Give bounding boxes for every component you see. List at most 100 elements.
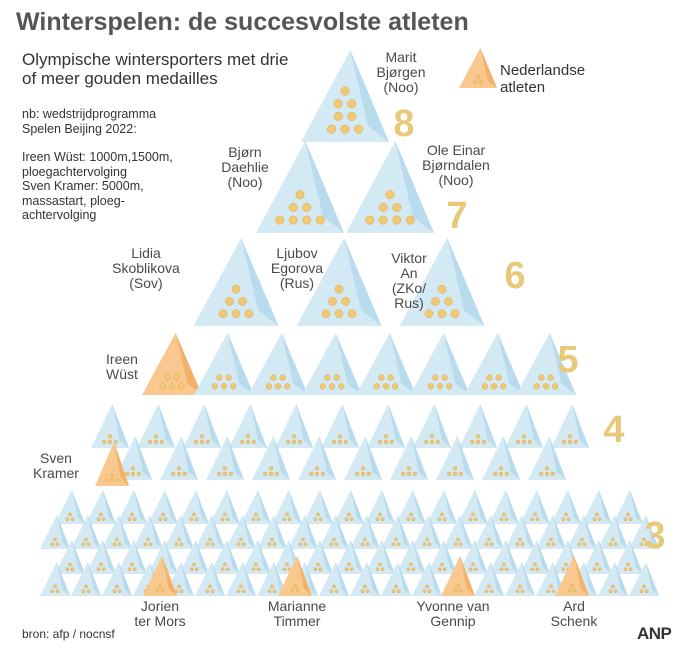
gold-medal bbox=[442, 567, 447, 572]
athlete-triangle-3-gold-54 bbox=[489, 540, 519, 574]
athlete-name-line: (Noo) bbox=[438, 172, 474, 188]
gold-medal bbox=[458, 471, 463, 476]
gold-medal bbox=[406, 471, 412, 476]
gold-medal bbox=[521, 439, 527, 444]
athlete-name-line: (ZKo/ bbox=[391, 280, 427, 296]
gold-medal bbox=[130, 471, 136, 476]
athlete-triangle-3-gold-9-shade bbox=[319, 490, 333, 524]
athlete-triangle-3-gold-29 bbox=[319, 515, 349, 549]
gold-medal bbox=[295, 588, 300, 593]
gold-medal bbox=[394, 584, 398, 589]
athlete-triangle-4-gold-2-shade bbox=[158, 404, 175, 448]
gold-medal bbox=[550, 471, 555, 476]
gold-medal bbox=[210, 589, 215, 594]
gold-medal bbox=[347, 512, 351, 517]
athlete-triangle-3-gold-44-shade bbox=[195, 540, 209, 574]
gold-medal bbox=[380, 517, 385, 522]
gold-medal bbox=[199, 434, 205, 439]
gold-medal bbox=[272, 542, 277, 547]
gold-medal bbox=[432, 374, 439, 381]
note-line-3: Ireen Wüst: 1000m,1500m, bbox=[22, 150, 173, 164]
gold-medal bbox=[231, 309, 241, 319]
gold-medal bbox=[363, 584, 367, 589]
athlete-triangle-3-gold-32-shade bbox=[428, 515, 442, 549]
gold-medal bbox=[241, 542, 246, 547]
gold-medal bbox=[487, 537, 491, 542]
athlete-triangle-3-gold-18 bbox=[582, 490, 612, 524]
athlete-triangle-3-gold-35 bbox=[505, 515, 535, 549]
athlete-triangle-4-gold-4 bbox=[229, 404, 267, 448]
gold-medal bbox=[453, 588, 458, 593]
athlete-triangle-3-gold-55-shade bbox=[536, 540, 550, 574]
gold-medal bbox=[458, 588, 463, 593]
gold-medal bbox=[117, 589, 122, 594]
gold-medal bbox=[173, 374, 180, 381]
athlete-triangle-3-gold-dutch-2-shade bbox=[297, 556, 312, 596]
gold-medal bbox=[349, 567, 354, 572]
gold-medal bbox=[518, 537, 522, 542]
athlete-triangle-3-gold-65-shade bbox=[242, 562, 256, 596]
gold-medal bbox=[547, 374, 554, 381]
gold-medal bbox=[473, 517, 478, 522]
gold-medal bbox=[256, 567, 261, 572]
athlete-name-line: Wüst bbox=[106, 366, 138, 382]
athlete-name-line: (Noo) bbox=[227, 174, 263, 190]
athlete-name-line: Jorien bbox=[140, 598, 180, 614]
gold-medal bbox=[502, 512, 506, 517]
athlete-triangle-3-gold-dutch-4-shade bbox=[574, 556, 589, 596]
athlete-triangle-4-gold-21-shade bbox=[549, 436, 566, 480]
gold-medal bbox=[373, 383, 380, 390]
athlete-triangle-3-gold-36 bbox=[536, 515, 566, 549]
tier-number-6: 6 bbox=[504, 255, 525, 297]
note-line-4: ploegachtervolging bbox=[22, 164, 127, 179]
gold-medal bbox=[251, 567, 256, 572]
gold-medal bbox=[440, 512, 444, 517]
athlete-triangle-3-gold-dutch-4 bbox=[555, 556, 589, 596]
athlete-triangle-4-gold-5 bbox=[275, 404, 313, 448]
gold-medal bbox=[516, 439, 521, 444]
gold-medal bbox=[50, 589, 55, 594]
gold-medal bbox=[155, 588, 160, 593]
athlete-triangle-3-gold-76-shade bbox=[583, 562, 597, 596]
gold-medal bbox=[546, 542, 551, 547]
gold-medal bbox=[484, 542, 489, 547]
gold-medal bbox=[561, 517, 566, 522]
athlete-triangle-8-gold-1-shade bbox=[350, 50, 389, 142]
athlete-triangle-3-gold-49 bbox=[334, 540, 364, 574]
gold-medal bbox=[270, 374, 277, 381]
gold-medal bbox=[84, 584, 88, 589]
gold-medal bbox=[383, 434, 389, 439]
gold-medal bbox=[405, 215, 415, 225]
athlete-triangle-3-gold-31 bbox=[381, 515, 411, 549]
gold-medal bbox=[332, 584, 336, 589]
athlete-triangle-3-gold-22-shade bbox=[118, 515, 132, 549]
gold-medal bbox=[316, 512, 320, 517]
gold-medal bbox=[613, 542, 618, 547]
gold-medal bbox=[53, 584, 57, 589]
gold-medal bbox=[115, 537, 119, 542]
athlete-triangle-3-gold-25-shade bbox=[211, 515, 225, 549]
gold-medal bbox=[189, 567, 194, 572]
gold-medal bbox=[205, 589, 210, 594]
athlete-triangle-7-gold-1-shade bbox=[305, 141, 344, 233]
athlete-triangle-3-gold-41-shade bbox=[102, 540, 116, 574]
gold-medal bbox=[208, 537, 212, 542]
gold-medal bbox=[319, 383, 326, 390]
athlete-triangle-3-gold-19 bbox=[613, 490, 643, 524]
legend-line-1: Nederlandse bbox=[500, 62, 586, 79]
gold-medal bbox=[270, 537, 274, 542]
athlete-triangle-3-gold-53 bbox=[458, 540, 488, 574]
athlete-triangle-3-gold-77 bbox=[598, 562, 628, 596]
gold-medal bbox=[473, 567, 478, 572]
athlete-triangle-4-gold-18 bbox=[390, 436, 428, 480]
gold-medal bbox=[112, 542, 117, 547]
gold-medal bbox=[382, 383, 390, 390]
athlete-triangle-3-gold-37-shade bbox=[583, 515, 597, 549]
athlete-name-line: Gennip bbox=[430, 613, 476, 629]
gold-medal bbox=[623, 517, 628, 522]
gold-medal bbox=[81, 589, 86, 594]
athlete-triangle-3-gold-22 bbox=[102, 515, 132, 549]
gold-medal bbox=[470, 439, 475, 444]
gold-medal bbox=[318, 567, 323, 572]
